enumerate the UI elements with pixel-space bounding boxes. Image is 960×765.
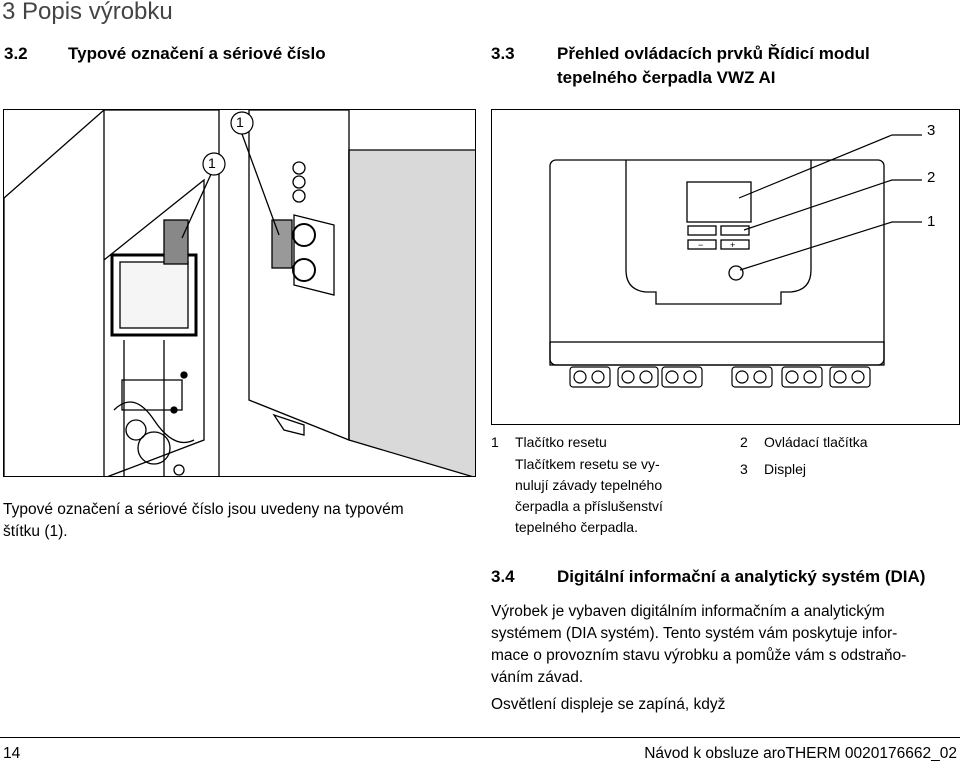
heat-pump-unit-figure: 1 1	[3, 109, 476, 477]
section-3-2-number: 3.2	[4, 44, 28, 63]
legend-item-reset: 1 Tlačítko resetu Tlačítkem resetu se vy…	[491, 432, 711, 542]
cable-glands	[569, 366, 871, 388]
display-light-paragraph: Osvětlení displeje se zapíná, když	[491, 696, 726, 713]
plus-icon: +	[730, 240, 735, 250]
section-3-3-title-line2: tepelného čerpadla VWZ AI	[557, 68, 776, 87]
callout-display: 3	[927, 122, 936, 139]
legend-number: 2	[740, 434, 748, 450]
type-plate-text-line1: Typové označení a sériové číslo jsou uve…	[3, 501, 404, 518]
section-3-4-number: 3.4	[491, 567, 515, 586]
legend-item-display: 3 Displej	[740, 459, 940, 481]
type-plate-text-line2: štítku (1).	[3, 523, 68, 540]
chapter-title: 3 Popis výrobku	[2, 0, 173, 25]
control-module-figure: − + 3 2 1	[491, 109, 960, 425]
callout-circle-type-plate-side	[230, 111, 254, 135]
callout-circle-type-plate	[202, 152, 226, 176]
section-3-2-title: Typové označení a sériové číslo	[68, 44, 326, 63]
heat-pump-unit-drawing	[4, 110, 475, 476]
dia-paragraph-line1: Výrobek je vybaven digitálním informační…	[491, 603, 885, 620]
dia-paragraph-line2: systémem (DIA systém). Tento systém vám …	[491, 625, 898, 642]
minus-icon: −	[698, 240, 703, 250]
callout-reset-button: 1	[927, 213, 936, 230]
legend-desc-line: čerpadla a příslušenství	[515, 498, 663, 514]
legend-number: 3	[740, 461, 748, 477]
legend-title: Displej	[764, 461, 807, 477]
section-3-3-number: 3.3	[491, 44, 515, 63]
callout-control-buttons: 2	[927, 169, 936, 186]
dia-paragraph-line3: mace o provozním stavu výrobku a pomůže …	[491, 647, 907, 664]
footer-document-title: Návod k obsluze aroTHERM 0020176662_02	[644, 745, 957, 762]
dia-paragraph-line4: váním závad.	[491, 669, 584, 686]
legend-desc-line: nulují závady tepelného	[515, 477, 663, 493]
legend-number: 1	[491, 434, 499, 450]
legend-desc-line: tepelného čerpadla.	[515, 519, 638, 535]
callout-label-b: 1	[236, 114, 244, 130]
footer-divider	[0, 737, 960, 738]
page-number: 14	[3, 745, 21, 762]
legend-item-control-buttons: 2 Ovládací tlačítka	[740, 432, 940, 454]
section-3-4-title: Digitální informační a analytický systém…	[557, 567, 926, 586]
callout-label-a: 1	[208, 155, 216, 171]
section-3-3-title-line1: Přehled ovládacích prvků Řídicí modul	[557, 44, 870, 63]
legend-desc-line: Tlačítkem resetu se vy-	[515, 456, 660, 472]
legend-title: Tlačítko resetu	[515, 434, 607, 450]
legend-title: Ovládací tlačítka	[764, 434, 868, 450]
control-module-drawing: − +	[549, 134, 922, 388]
